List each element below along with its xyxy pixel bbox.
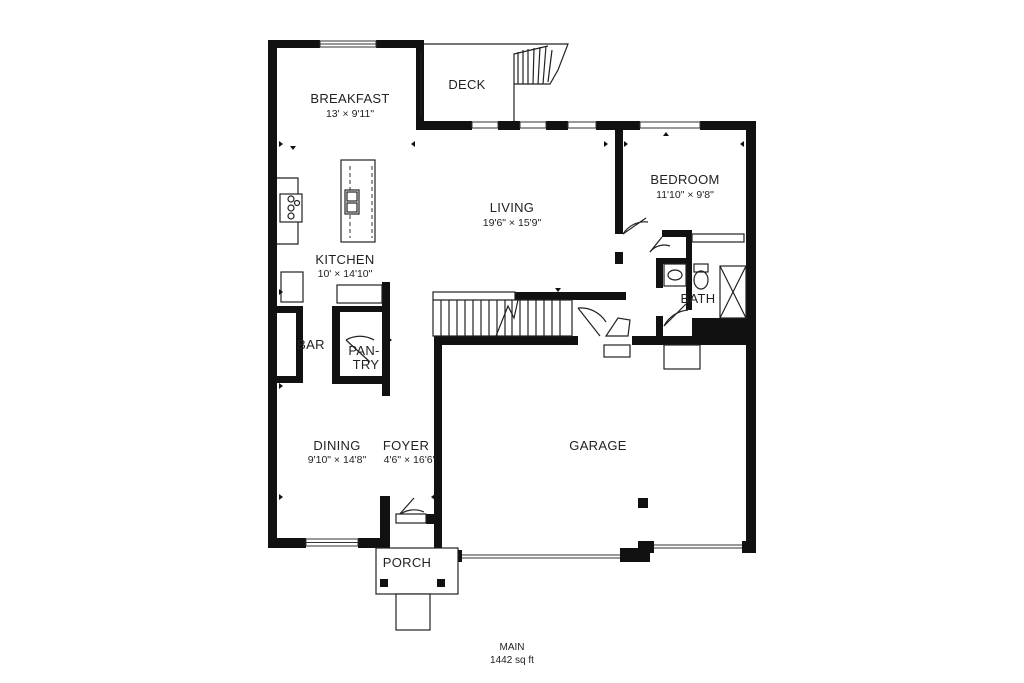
bar-label: BAR	[297, 337, 325, 352]
area-label: 1442 sq ft	[490, 655, 534, 666]
deck-label: DECK	[448, 77, 485, 92]
foyer-dims: 4'6" × 16'6"	[384, 454, 437, 466]
deck	[420, 43, 569, 121]
bedroom-label: BEDROOM	[650, 172, 719, 187]
foyer-label: FOYER	[383, 438, 429, 453]
bath-fixtures	[622, 217, 747, 370]
dining-dims: 9'10" × 14'8"	[308, 454, 367, 466]
footer: MAIN 1442 sq ft	[490, 642, 534, 666]
pantry-label-line1: PAN-	[348, 343, 379, 358]
porch-label: PORCH	[383, 555, 431, 570]
kitchen-dims: 10' × 14'10"	[318, 268, 373, 280]
kitchen-fixtures	[277, 159, 383, 363]
windows	[305, 40, 742, 559]
stairs	[432, 291, 631, 358]
pantry-label-line2: TRY	[353, 357, 380, 372]
bath-label: BATH	[681, 291, 716, 306]
bedroom-dims: 11'10" × 9'8"	[656, 189, 714, 201]
garage-label: GARAGE	[569, 438, 626, 453]
kitchen-label: KITCHEN	[315, 252, 374, 267]
living-dims: 19'6" × 15'9"	[483, 217, 542, 229]
breakfast-label: BREAKFAST	[310, 91, 389, 106]
opening-markers	[279, 132, 744, 500]
level-label: MAIN	[500, 642, 525, 653]
dining-label: DINING	[313, 438, 360, 453]
room-labels: BREAKFAST 13' × 9'11" DECK LIVING 19'6" …	[297, 77, 719, 570]
porch	[375, 497, 459, 631]
living-label: LIVING	[490, 200, 534, 215]
breakfast-dims: 13' × 9'11"	[326, 108, 374, 120]
